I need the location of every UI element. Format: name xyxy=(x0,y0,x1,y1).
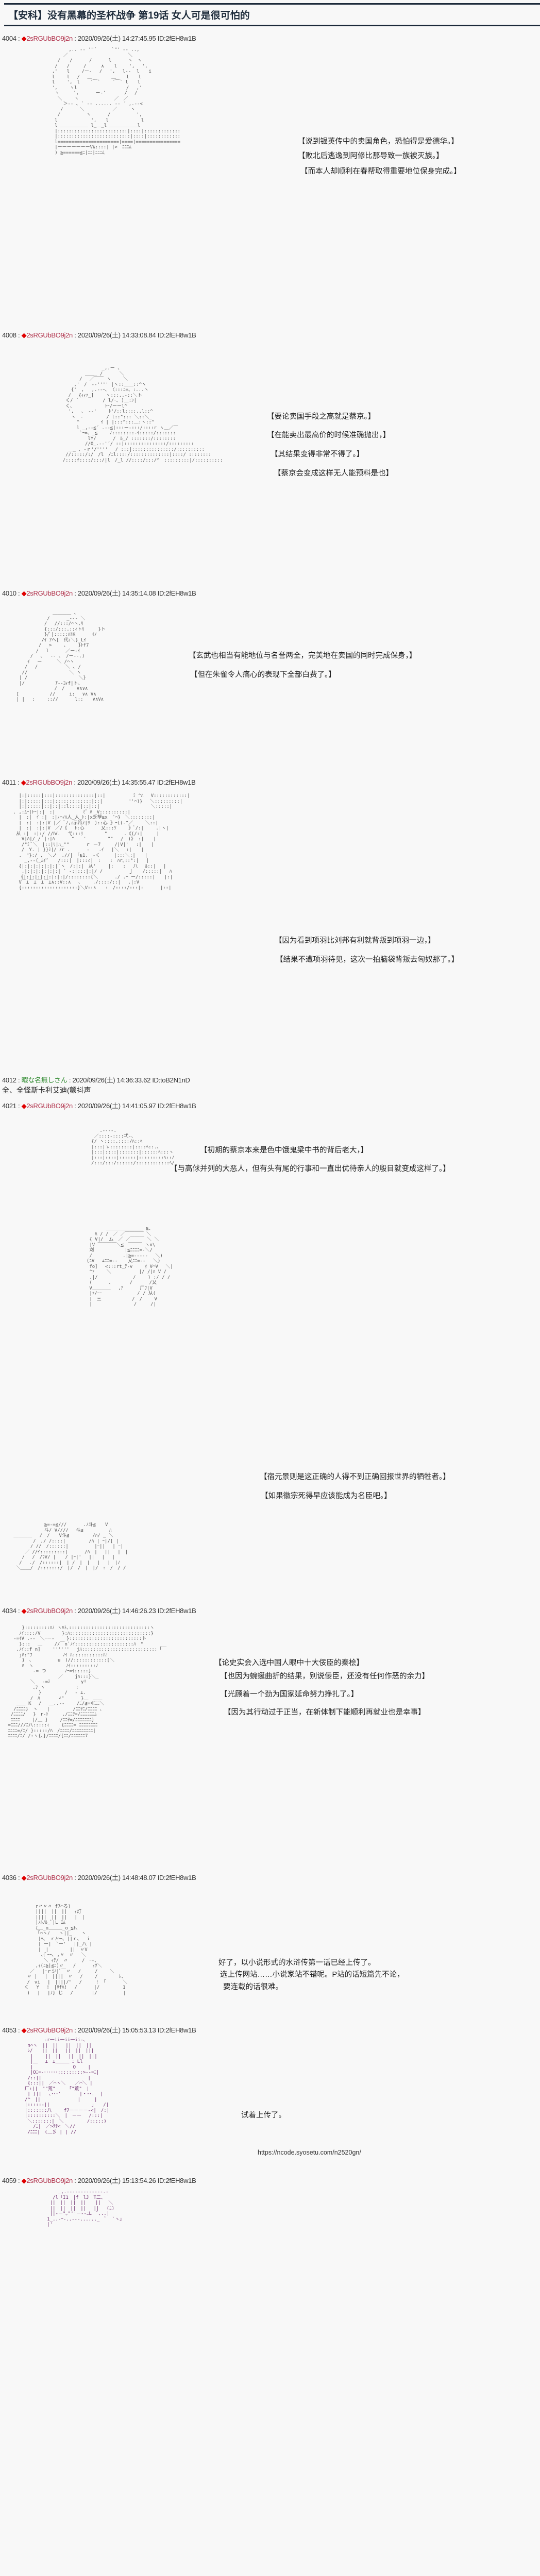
diamond-trip-icon: ◆ xyxy=(21,1874,27,1882)
narration-line: 【论史实会入选中国人眼中十大佞臣的秦桧】 xyxy=(214,1659,364,1667)
diamond-trip-icon: ◆ xyxy=(21,2177,27,2184)
novel-link[interactable]: https://ncode.syosetu.com/n2520gn/ xyxy=(258,2149,361,2156)
post-number[interactable]: 4053 xyxy=(2,2026,16,2034)
post-header: 4010 : ◆2sRGUbBO9j2n : 2020/09/26(土) 14:… xyxy=(2,589,196,597)
post-id: ID:2fEH8w1B xyxy=(157,589,196,597)
post-date: 2020/09/26(土) 14:46:26.23 xyxy=(77,1607,156,1615)
ascii-art-figure: ＿＿＿＿＿＿＿＿ ≧､ ﾊ / / ／ ／￣￣￣￣ ＼ { V|/ ム ／ ／￣… xyxy=(86,1226,173,1307)
narration-line: 【蔡京会变成这样无人能预料是也】 xyxy=(274,469,393,478)
post-header: 4059 : ◆2sRGUbBO9j2n : 2020/09/26(土) 15:… xyxy=(2,2177,196,2184)
post-number[interactable]: 4012 xyxy=(2,1076,16,1084)
post-id: ID:2fEH8w1B xyxy=(157,2026,196,2034)
narration-line: 【光顾着一个劲为国家延命努力挣扎了。】 xyxy=(220,1690,359,1699)
reply-text: 全、全怪斯卡利艾迪(颤抖声 xyxy=(2,1086,91,1094)
poster-name: ◆2sRGUbBO9j2n xyxy=(21,1874,73,1882)
post-id: ID:2fEH8w1B xyxy=(157,1607,196,1615)
ascii-art-figure: .-‐‐-. ／::::-::::弌-､ {/ ヽ::::.::::/ﾊ::ﾍ … xyxy=(91,1128,175,1166)
narration-line: 【因为其行动过于正当，在新体制下能顺利再就业也是幸事】 xyxy=(224,1708,426,1717)
poster-name: ◆2sRGUbBO9j2n xyxy=(21,2177,73,2184)
post-number[interactable]: 4010 xyxy=(2,589,16,597)
poster-name: ◆2sRGUbBO9j2n xyxy=(21,1607,73,1615)
post-header: 4021 : ◆2sRGUbBO9j2n : 2020/09/26(土) 14:… xyxy=(2,1102,196,1110)
post-header: 4011 : ◆2sRGUbBO9j2n : 2020/09/26(土) 14:… xyxy=(2,778,196,786)
ascii-art-figure: ￣￣￣￣￣ r〃〃〃 f7⌒ろ) |||| || || ｨ灯 |||| || |… xyxy=(24,1899,128,1996)
post-date: 2020/09/26(土) 14:41:05.97 xyxy=(77,1102,156,1110)
post-id: ID:toB2N1nD xyxy=(152,1076,190,1084)
ascii-art-figure: ≧=-=≦/// .ﾉ斗≦ V 斗/ V//// 斗≦ ﾊ ＿＿＿＿ / / V… xyxy=(13,1522,128,1571)
post-date: 2020/09/26(土) 15:13:54.26 xyxy=(77,2177,156,2184)
poster-name: ◆2sRGUbBO9j2n xyxy=(21,589,73,597)
page-title: 【安科】没有黑幕的圣杯战争 第19话 女人可是很可怕的 xyxy=(4,3,540,26)
post-number[interactable]: 4036 xyxy=(2,1874,16,1882)
ascii-art-figure: ＿＿＿＿ 、 / _-‐‐ ＼ / //:::/⌒ヽ､ﾘ {:::/:::.::… xyxy=(16,611,106,702)
narration-line: 【与高俅并列的大恶人，但有头有尾的行事和一直出优待亲人的殷目就变成这样了。】 xyxy=(170,1165,450,1173)
post-header: 4004 : ◆2sRGUbBO9j2n : 2020/09/26(土) 14:… xyxy=(2,35,196,42)
poster-name: ◆2sRGUbBO9j2n xyxy=(21,1102,73,1110)
ascii-art-figure: _,.ー 、 ＿＿_ / ＼ / ／￣￣ ヽ ＼ ,' / -‐'''' |ヽ:… xyxy=(62,366,223,463)
post-id: ID:2fEH8w1B xyxy=(157,1874,196,1882)
narration-line: 【而本人却顺利在春帮取得重要地位保身完成。】 xyxy=(300,167,461,176)
post-number[interactable]: 4011 xyxy=(2,778,16,786)
diamond-trip-icon: ◆ xyxy=(21,589,27,597)
post-id: ID:2fEH8w1B xyxy=(157,331,196,339)
diamond-trip-icon: ◆ xyxy=(21,2026,27,2034)
post-header: 4053 : ◆2sRGUbBO9j2n : 2020/09/26(土) 15:… xyxy=(2,2026,196,2034)
narration-line: 【也因为蜿蜒曲折的结果，别说佞臣，还没有任何作恶的余力】 xyxy=(220,1672,429,1681)
post-date: 2020/09/26(土) 14:33:08.84 xyxy=(77,331,156,339)
poster-name: ◆2sRGUbBO9j2n xyxy=(21,331,73,339)
poster-name: 暇な名無しさん xyxy=(21,1076,68,1084)
poster-name: ◆2sRGUbBO9j2n xyxy=(21,2026,73,2034)
post-number[interactable]: 4034 xyxy=(2,1607,16,1615)
ascii-art-figure: -r一ii一ii一ii-､ ∩⌒ヽ || || || || || ﾚ/ || |… xyxy=(24,2038,110,2135)
narration-line: 试着上传了。 xyxy=(241,2111,286,2120)
ascii-art-figure: ,.. -‐ '"´ ￣ ￣`"' ‐- .., ／ ＼ / / / l ヽ ヽ… xyxy=(52,47,180,156)
post-number[interactable]: 4021 xyxy=(2,1102,16,1110)
poster-name: ◆2sRGUbBO9j2n xyxy=(21,35,73,42)
narration-line: 【说到银英传中的卖国角色，恐怕得是爱德华。】 xyxy=(298,138,459,146)
ascii-art-figure: }:::::::::ﾊﾉ ヽﾊﾄ､:::::::::::::::::::::::… xyxy=(8,1625,167,1739)
narration-line: 选上传网站……小说家站不错呢。P站的话短篇先不论， xyxy=(220,1971,404,1979)
post-header: 4034 : ◆2sRGUbBO9j2n : 2020/09/26(土) 14:… xyxy=(2,1607,196,1615)
ascii-art-figure: _,.-------------.- /l「I1 |f lJ T二､ || ||… xyxy=(47,2190,125,2227)
narration-line: 【但在朱雀令人痛心的表现下全部白费了。】 xyxy=(190,671,336,679)
post-header: 4036 : ◆2sRGUbBO9j2n : 2020/09/26(土) 14:… xyxy=(2,1874,196,1882)
post-number[interactable]: 4059 xyxy=(2,2177,16,2184)
narration-line: 【要论卖国手段之高就是蔡京。】 xyxy=(267,413,376,421)
diamond-trip-icon: ◆ xyxy=(21,35,27,42)
post-date: 2020/09/26(土) 14:48:48.07 xyxy=(77,1874,156,1882)
narration-line: 【如果徽宗死得早应该能成为名臣吧。】 xyxy=(261,1492,392,1500)
narration-line: 【结果不遭项羽待见，这次一拍脑袋背叛去匈奴那了。】 xyxy=(276,956,459,964)
post-date: 2020/09/26(土) 14:35:55.47 xyxy=(77,778,156,786)
narration-line: 【因为看到项羽比刘邦有利就背叛到项羽一边，】 xyxy=(275,937,435,945)
narration-line: 【败北后逃逸到阿修比那导致一族被灭族。】 xyxy=(298,152,444,160)
ascii-art-figure: |:|:::::|:::|::::::::::::::|::| ﾐ ^ﾊ V::… xyxy=(13,793,190,891)
narration-line: 【玄武也相当有能地位与名誉两全，完美地在卖国的同时完成保身，】 xyxy=(189,652,417,660)
post-id: ID:2fEH8w1B xyxy=(157,2177,196,2184)
post-date: 2020/09/26(土) 15:05:53.13 xyxy=(77,2026,156,2034)
post-date: 2020/09/26(土) 14:27:45.95 xyxy=(77,35,156,42)
narration-line: 要连载的话很难。 xyxy=(223,1983,283,1991)
narration-line: 【其结果变得非常不得了。】 xyxy=(271,450,364,459)
diamond-trip-icon: ◆ xyxy=(21,1607,27,1615)
poster-name: ◆2sRGUbBO9j2n xyxy=(21,778,73,786)
diamond-trip-icon: ◆ xyxy=(21,1102,27,1110)
narration-line: 【宿元景则是这正确的人得不到正确回报世界的牺牲者。】 xyxy=(260,1473,450,1481)
post-header: 4008 : ◆2sRGUbBO9j2n : 2020/09/26(土) 14:… xyxy=(2,331,196,339)
diamond-trip-icon: ◆ xyxy=(21,778,26,786)
narration-line: 【在能卖出最高价的时候准确抛出，】 xyxy=(267,431,391,439)
narration-line: 【初期的蔡京本来是色中饿鬼梁中书的背后老大，】 xyxy=(200,1146,368,1155)
post-date: 2020/09/26(土) 14:36:33.62 xyxy=(72,1076,151,1084)
post-number[interactable]: 4004 xyxy=(2,35,16,42)
post-number[interactable]: 4008 xyxy=(2,331,16,339)
post-id: ID:2fEH8w1B xyxy=(157,1102,196,1110)
post-date: 2020/09/26(土) 14:35:14.08 xyxy=(77,589,156,597)
narration-line: 好了，以小说形式的水浒传第一话已经上传了。 xyxy=(218,1959,376,1967)
post-id: ID:2fEH8w1B xyxy=(157,778,196,786)
diamond-trip-icon: ◆ xyxy=(21,331,27,339)
post-id: ID:2fEH8w1B xyxy=(157,35,196,42)
post-header: 4012 : 暇な名無しさん : 2020/09/26(土) 14:36:33.… xyxy=(2,1076,190,1084)
